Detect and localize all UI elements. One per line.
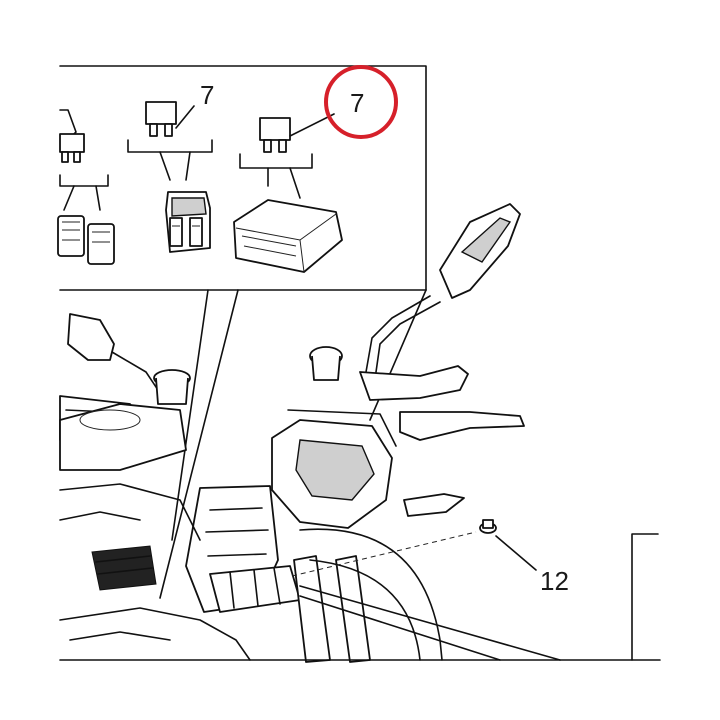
fuse-blade-icon bbox=[259, 117, 291, 141]
brake-lever-icon bbox=[399, 411, 525, 441]
fuse-group-left bbox=[57, 109, 115, 265]
fuse-relay-group bbox=[127, 101, 213, 253]
callout-label-fuse-ecu: 7 bbox=[350, 88, 364, 118]
tank-icon bbox=[59, 403, 187, 471]
callout-label-screw: 12 bbox=[540, 566, 569, 596]
inset-frame bbox=[59, 65, 427, 599]
right-frame bbox=[631, 533, 659, 661]
turn-signal-icon bbox=[403, 493, 465, 517]
ecu-box-icon bbox=[233, 199, 343, 273]
right-grip-icon bbox=[359, 365, 469, 401]
screw-leader bbox=[495, 535, 537, 571]
motorcycle-front bbox=[59, 203, 661, 663]
fuse-ecu-group bbox=[233, 113, 343, 273]
left-mirror-icon bbox=[67, 313, 115, 361]
highlight-circle bbox=[324, 65, 398, 139]
callout-label-fuse-relay: 7 bbox=[200, 80, 214, 110]
fuse-blade-icon bbox=[145, 101, 177, 125]
